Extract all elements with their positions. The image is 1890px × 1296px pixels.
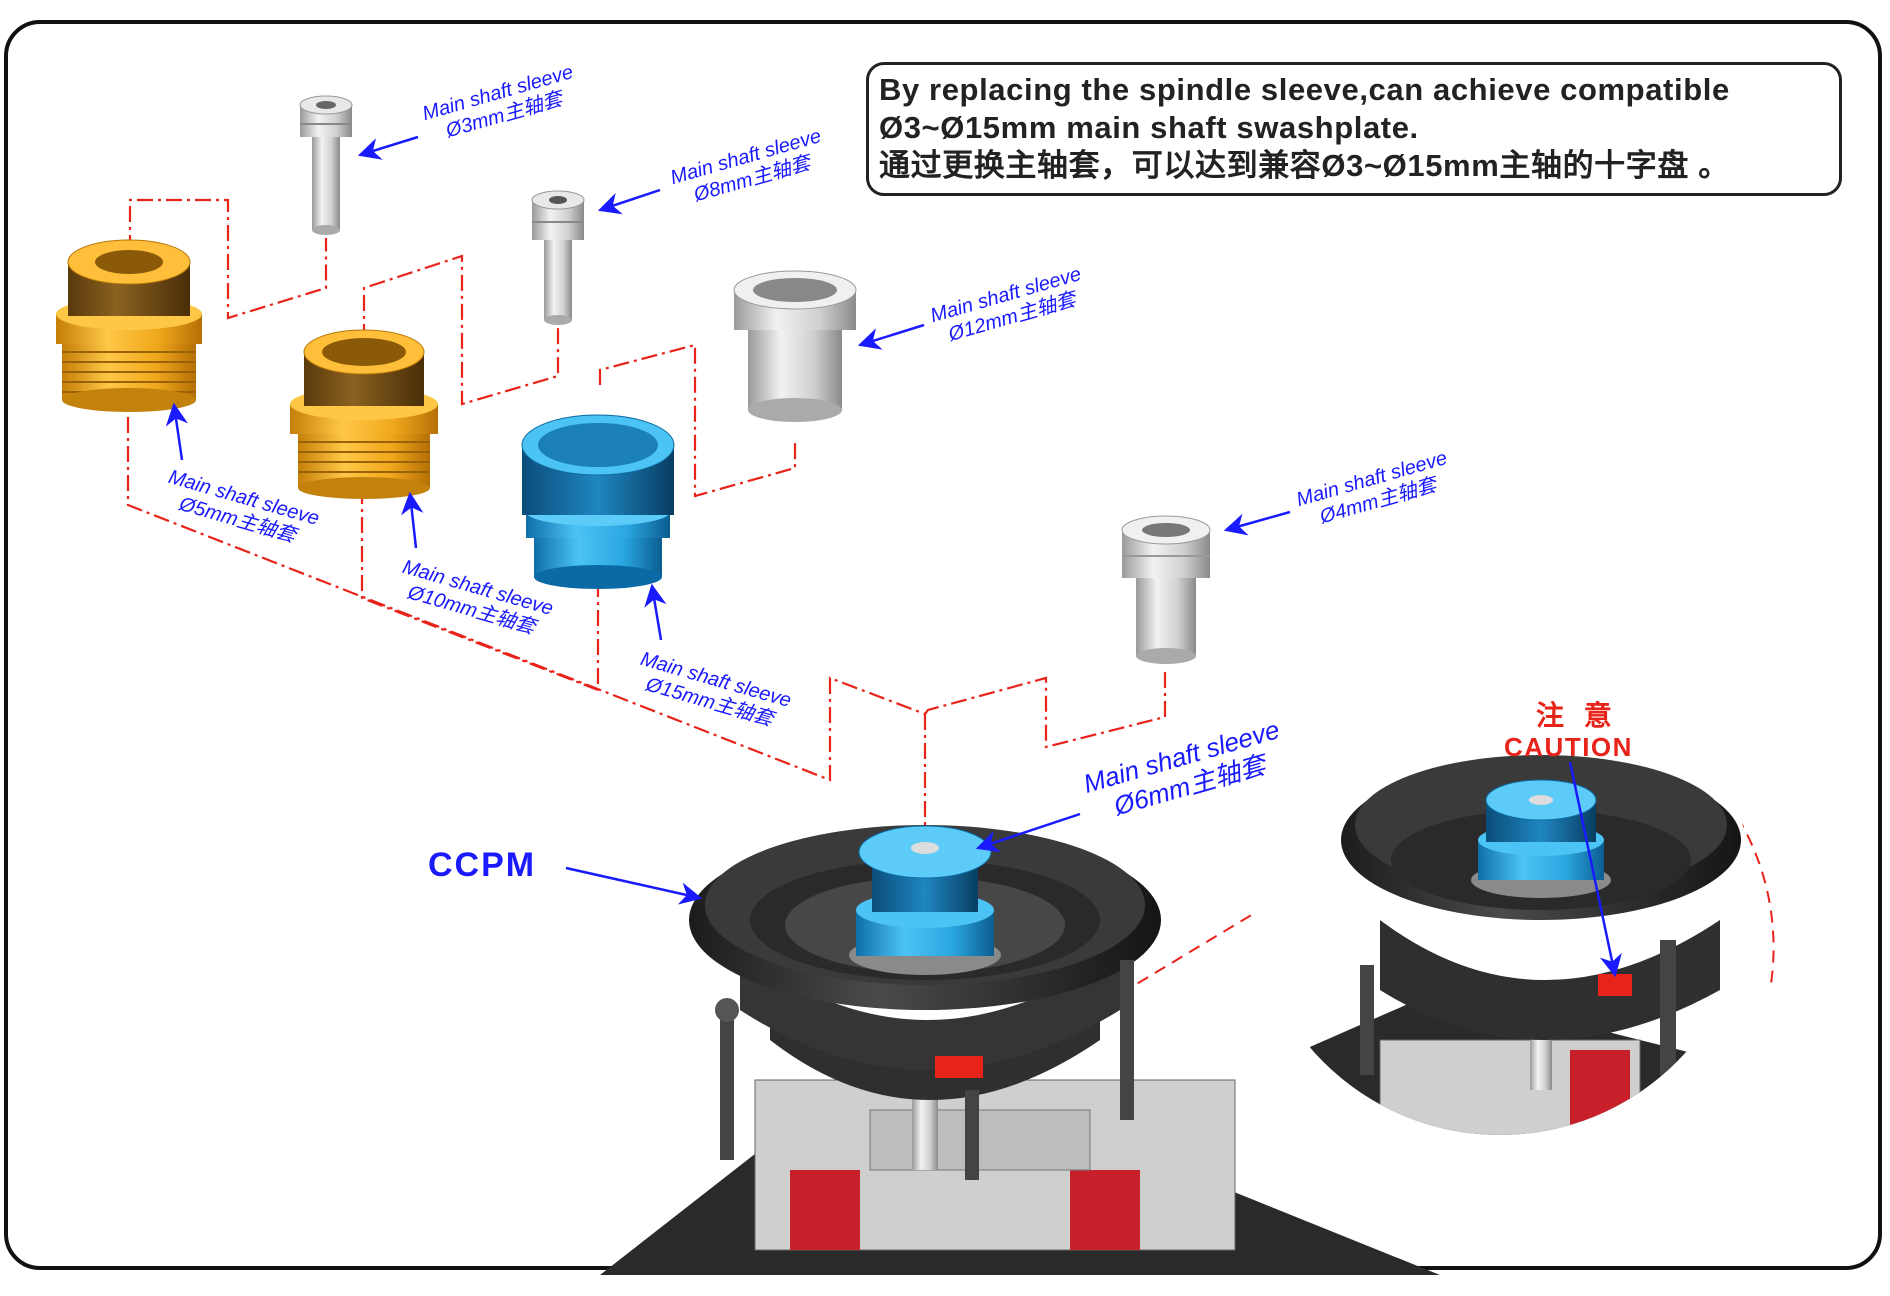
compatibility-note-box: By replacing the spindle sleeve,can achi… xyxy=(866,62,1842,196)
note-line-1: By replacing the spindle sleeve,can achi… xyxy=(879,72,1730,107)
ccpm-label: CCPM xyxy=(428,846,537,884)
sleeve-15mm-part xyxy=(521,414,675,589)
note-line-3: 通过更换主轴套，可以达到兼容Ø3~Ø15mm主轴的十字盘 。 xyxy=(879,148,1730,183)
zoom-detail-inset xyxy=(1250,640,1750,1135)
callout-arrows xyxy=(165,135,1622,978)
ccpm-swashplate-assembly xyxy=(600,825,1440,1275)
caution-label-cn: 注 意 xyxy=(1536,700,1618,731)
sleeve-5mm-part xyxy=(56,239,202,412)
sleeve-3mm-part xyxy=(299,95,353,235)
sleeve-8mm-part xyxy=(531,190,585,325)
sleeve-10mm-part xyxy=(290,329,438,499)
note-line-2: Ø3~Ø15mm main shaft swashplate. xyxy=(879,110,1419,145)
caution-label-en: CAUTION xyxy=(1504,732,1633,762)
sleeve-12mm-part xyxy=(733,270,857,422)
guide-lines xyxy=(126,198,1167,845)
sleeve-4mm-part xyxy=(1121,515,1211,664)
